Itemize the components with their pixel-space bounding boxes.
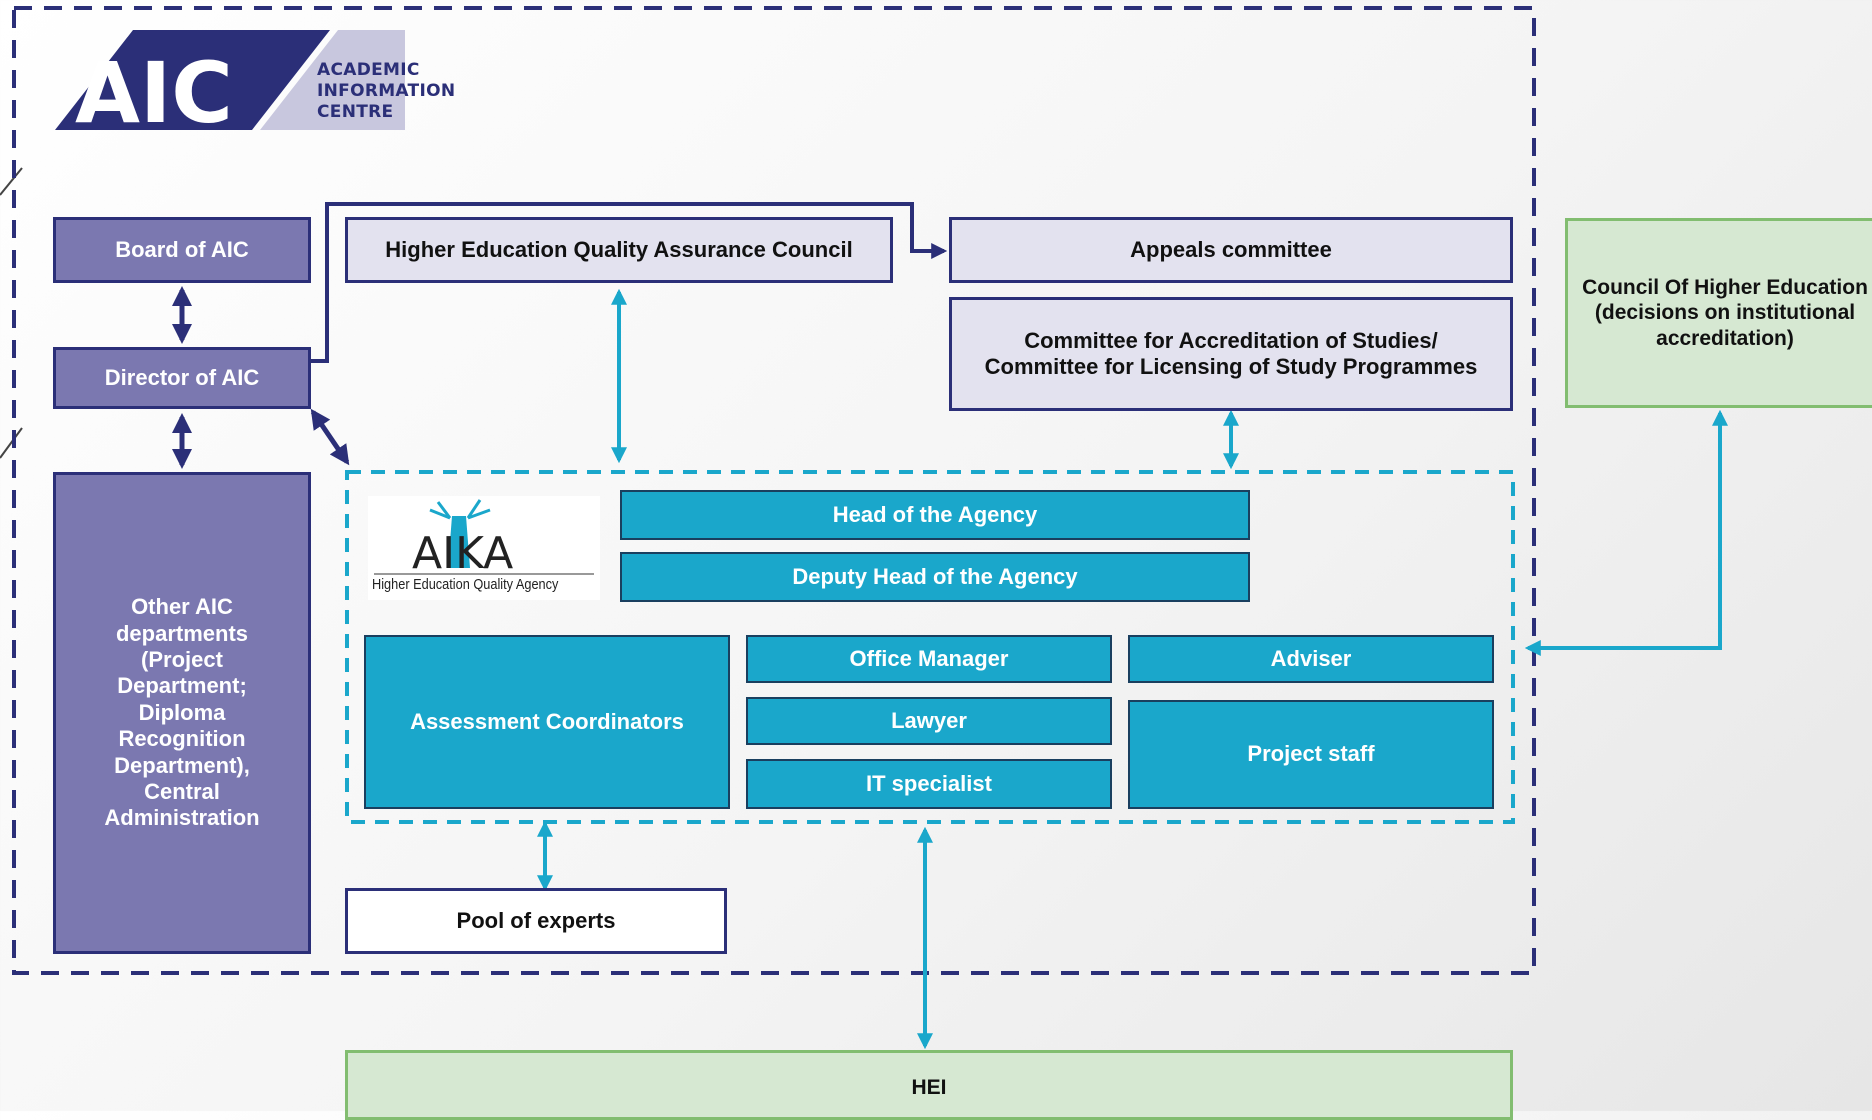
accreditation-committee-box: Committee for Accreditation of Studies/ … [949,297,1513,411]
project-staff-box: Project staff [1128,700,1494,809]
assessment-coordinators-box: Assessment Coordinators [364,635,730,809]
aic-logo-line1: Academic [317,60,420,80]
aic-logo: AIC Academic Information Centre [55,30,475,142]
aika-logo-tagline: Higher Education Quality Agency [372,576,559,593]
deputy-head-box: Deputy Head of the Agency [620,552,1250,602]
director-of-aic-box: Director of AIC [53,347,311,409]
aika-council-arrow [1524,409,1728,656]
aika-logo-graphic: AIKA [374,499,594,579]
background-slash [0,427,23,459]
aic-container [12,6,1536,975]
background-slash [0,167,23,196]
aic-logo-letters: AIC [75,44,233,135]
hei-box: HEI [345,1050,1513,1120]
director-aika-arrow [310,408,350,466]
council-higher-education-box: Council Of Higher Education (decisions o… [1565,218,1872,408]
aic-logo-line3: Centre [317,102,394,122]
aika-container [345,470,1515,824]
director-appeals-arrow [311,202,948,363]
adviser-box: Adviser [1128,635,1494,683]
head-of-agency-box: Head of the Agency [620,490,1250,540]
it-specialist-box: IT specialist [746,759,1112,809]
appeals-committee-box: Appeals committee [949,217,1513,283]
aika-logo-letters: AIKA [412,528,513,579]
lawyer-box: Lawyer [746,697,1112,745]
board-of-aic-box: Board of AIC [53,217,311,283]
aika-logo: AIKA Higher Education Quality Agency [368,496,600,600]
heqac-box: Higher Education Quality Assurance Counc… [345,217,893,283]
aic-logo-graphic: AIC [55,30,405,142]
aic-logo-line2: Information [317,81,456,101]
office-manager-box: Office Manager [746,635,1112,683]
other-aic-departments-box: Other AIC departments (Project Departmen… [53,472,311,954]
pool-of-experts-box: Pool of experts [345,888,727,954]
